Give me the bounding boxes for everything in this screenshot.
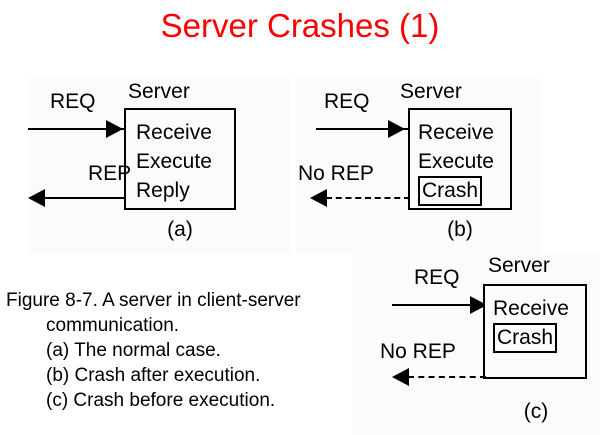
reply-arrow-head-c — [392, 368, 409, 386]
diagram-panel-c: Server REQ Receive Crash No REP (c) — [352, 252, 600, 435]
page-title: Server Crashes (1) — [160, 7, 440, 44]
diagram-panel-a: Server REQ Receive Execute Reply REP (a) — [28, 78, 290, 253]
reply-arrow-line-c — [408, 376, 486, 378]
figure-caption: Figure 8-7. A server in client-server co… — [6, 288, 346, 413]
server-label-b: Server — [400, 80, 462, 103]
step-item: Receive — [418, 121, 494, 144]
request-arrow-line-c — [392, 304, 492, 306]
subcaption-c: (c) — [523, 400, 549, 423]
request-arrow-head-a — [106, 120, 123, 138]
reply-label-a: REP — [88, 162, 132, 185]
caption-line-1: Figure 8-7. A server in client-server — [6, 290, 301, 311]
caption-line-3: (a) The normal case. — [46, 340, 221, 361]
reply-arrow-head-b — [310, 189, 327, 207]
request-arrow-line-b — [316, 128, 408, 130]
caption-line-2: communication. — [46, 315, 180, 336]
step-list-b: Receive Execute Crash — [418, 118, 494, 206]
caption-line-5: (c) Crash before execution. — [46, 390, 276, 411]
crash-step-b: Crash — [418, 176, 483, 206]
request-label-a: REQ — [50, 90, 96, 113]
subcaption-a: (a) — [167, 218, 193, 241]
server-label-c: Server — [488, 254, 550, 277]
step-list-c: Receive Crash — [493, 294, 569, 353]
crash-step-c: Crash — [493, 323, 558, 353]
request-arrow-head-c — [470, 296, 487, 314]
step-item: Receive — [136, 121, 212, 144]
caption-line-4: (b) Crash after execution. — [46, 365, 261, 386]
server-box-c: Receive Crash — [483, 284, 587, 379]
step-item: Receive — [493, 297, 569, 320]
reply-arrow-head-a — [28, 189, 45, 207]
request-arrow-line-a — [28, 128, 128, 130]
step-item: Execute — [418, 150, 494, 173]
request-label-c: REQ — [414, 266, 460, 289]
subcaption-b: (b) — [447, 218, 473, 241]
reply-arrow-line-a — [42, 197, 126, 199]
reply-label-c: No REP — [380, 340, 456, 363]
server-label-a: Server — [128, 80, 190, 103]
request-label-b: REQ — [324, 90, 370, 113]
reply-label-b: No REP — [298, 162, 374, 185]
server-box-b: Receive Execute Crash — [408, 108, 512, 210]
server-box-a: Receive Execute Reply — [124, 108, 236, 210]
reply-arrow-line-b — [326, 197, 410, 199]
step-item: Execute — [136, 150, 212, 173]
step-item: Reply — [136, 179, 190, 202]
diagram-panel-b: Server REQ Receive Execute Crash No REP … — [296, 78, 541, 253]
step-list-a: Receive Execute Reply — [136, 118, 212, 205]
request-arrow-head-b — [388, 120, 405, 138]
